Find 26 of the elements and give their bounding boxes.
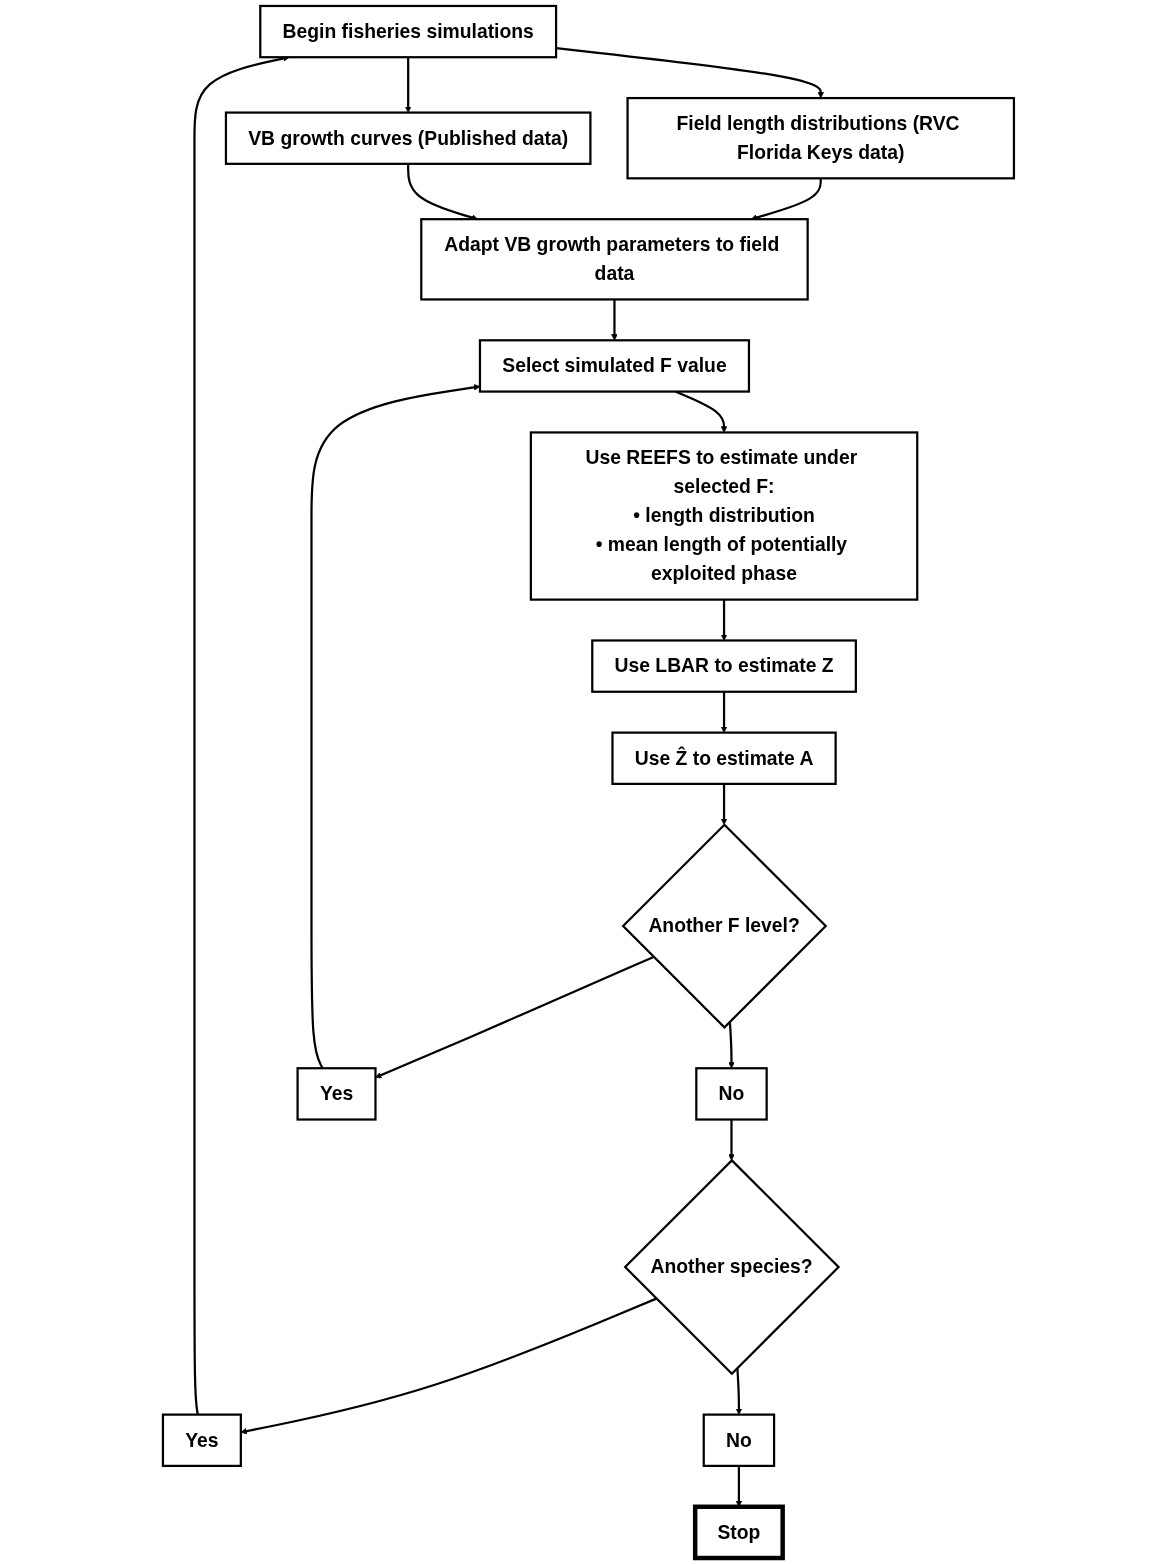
node-box: Begin fisheries simulations [258, 4, 557, 59]
arrow [720, 783, 727, 826]
arrow [555, 47, 824, 99]
node-diamond: Another species? [623, 1158, 840, 1376]
node-box: Field length distributions (RVC Florida Keys data) [626, 96, 1015, 180]
arrow [720, 599, 727, 641]
node-box: No [694, 1067, 768, 1121]
arrow [240, 1297, 657, 1435]
node-box: VB growth curves (Published data) [224, 111, 592, 165]
arrow [309, 384, 480, 1069]
node-box: Adapt VB growth parameters to field data [419, 218, 809, 301]
node-box: Use Ẑ to estimate A [610, 731, 837, 785]
node-box: Yes [161, 1413, 242, 1467]
node-box: Use LBAR to estimate Z [590, 639, 857, 693]
node-box: Select simulated F value [478, 339, 750, 393]
arrow [610, 299, 618, 341]
node-box: Use REEFS to estimate under selected F: • length distribution • mean length of potentially exploited phase [529, 431, 918, 601]
arrow [720, 691, 727, 733]
node-box: No [702, 1413, 775, 1467]
node-box: Stop [692, 1504, 785, 1561]
arrow [404, 57, 411, 113]
arrow [735, 1367, 742, 1415]
arrow [727, 1021, 735, 1069]
node-box: Yes [296, 1067, 377, 1121]
arrow [727, 1119, 735, 1161]
node-diamond: Another F level? [621, 823, 827, 1029]
